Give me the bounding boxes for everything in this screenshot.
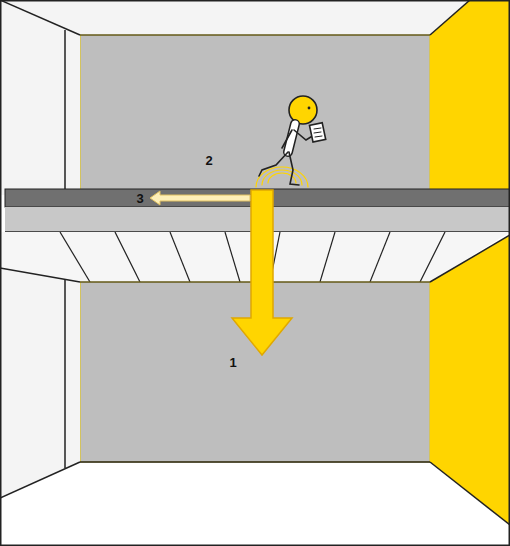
callout-number: 2 <box>205 154 212 167</box>
lower-left-wall <box>0 268 80 498</box>
impact-sound-arrow <box>232 190 292 355</box>
callout-number: 1 <box>229 356 236 369</box>
upper-ceiling <box>0 0 510 35</box>
upper-right-wall <box>430 0 510 195</box>
walking-person <box>256 96 326 187</box>
upper-left-wall <box>0 0 80 195</box>
flanking-sound-arrow <box>150 191 250 205</box>
callout-number: 3 <box>136 192 143 205</box>
lower-right-wall <box>430 235 510 525</box>
upper-back-wall <box>80 35 430 195</box>
